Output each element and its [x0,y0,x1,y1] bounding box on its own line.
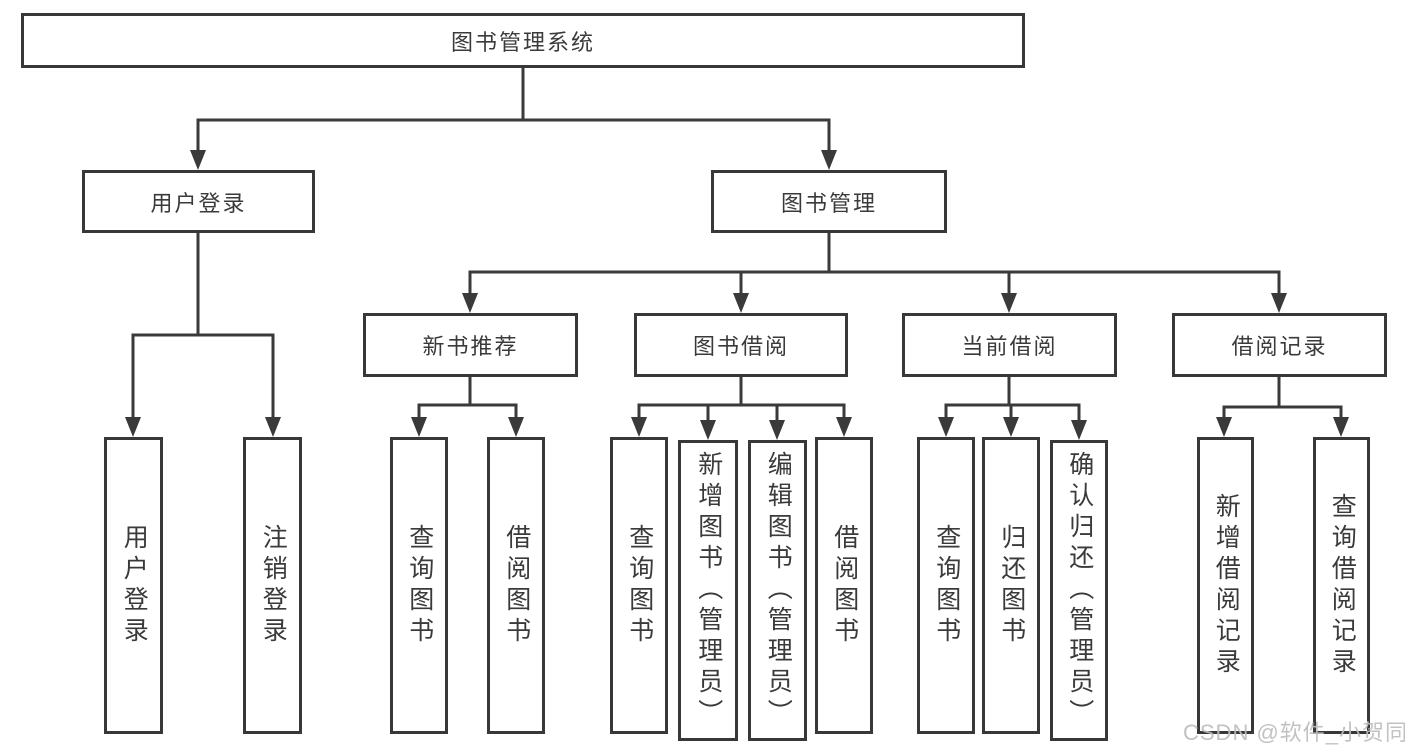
node-user-login: 用户登录 [82,170,315,233]
connector-records-bus [1222,405,1343,417]
arrow-down-icon [462,293,478,313]
leaf-query-book-borrow: 查询图书 [610,437,668,734]
arrow-down-icon [1001,293,1017,313]
node-borrowing-records: 借阅记录 [1172,313,1387,377]
arrow-down-icon [769,420,785,440]
leaf-borrow-book-recommend: 借阅图书 [487,437,545,734]
arrow-down-icon [508,417,524,437]
node-root-library-system: 图书管理系统 [21,13,1025,68]
leaf-borrow-book: 借阅图书 [815,437,873,734]
arrow-down-icon [1271,293,1287,313]
connector-mgmt-bus [468,270,1281,293]
arrowheads [125,150,1349,440]
arrow-down-icon [733,293,749,313]
connector-borrow-bus [637,403,846,417]
arrow-down-icon [1003,417,1019,437]
node-book-borrowing: 图书借阅 [634,313,848,377]
connector-login-bus [131,333,275,417]
leaf-query-borrow-record: 查询借阅记录 [1313,437,1370,734]
arrow-down-icon [411,417,427,437]
arrow-down-icon [1333,417,1349,437]
leaf-user-login: 用户登录 [104,437,163,734]
leaf-edit-book-admin: 编辑图书（管理员） [748,440,807,741]
node-new-book-recommend: 新书推荐 [363,313,578,377]
arrow-down-icon [700,420,716,440]
arrow-down-icon [631,417,647,437]
leaf-query-book-recommend: 查询图书 [390,437,448,734]
leaf-add-borrow-record: 新增借阅记录 [1197,437,1254,734]
csdn-watermark: CSDN @软件_小贺同学 [1183,720,1405,745]
leaf-add-book-admin: 新增图书（管理员） [678,440,738,741]
connector-recommend-bus [417,403,518,417]
connector-root-bus [196,118,831,152]
arrow-down-icon [821,150,837,170]
leaf-query-book-current: 查询图书 [917,437,975,734]
arrow-down-icon [1216,417,1232,437]
arrow-down-icon [836,417,852,437]
arrow-down-icon [190,150,206,170]
arrow-down-icon [938,417,954,437]
node-current-borrowing: 当前借阅 [902,313,1117,377]
arrow-down-icon [265,417,281,437]
leaf-confirm-return-admin: 确认归还（管理员） [1050,440,1108,741]
arrow-down-icon [125,417,141,437]
leaf-logout: 注销登录 [243,437,302,734]
arrow-down-icon [1071,420,1087,440]
leaf-return-book: 归还图书 [982,437,1040,734]
node-book-management: 图书管理 [711,170,947,233]
